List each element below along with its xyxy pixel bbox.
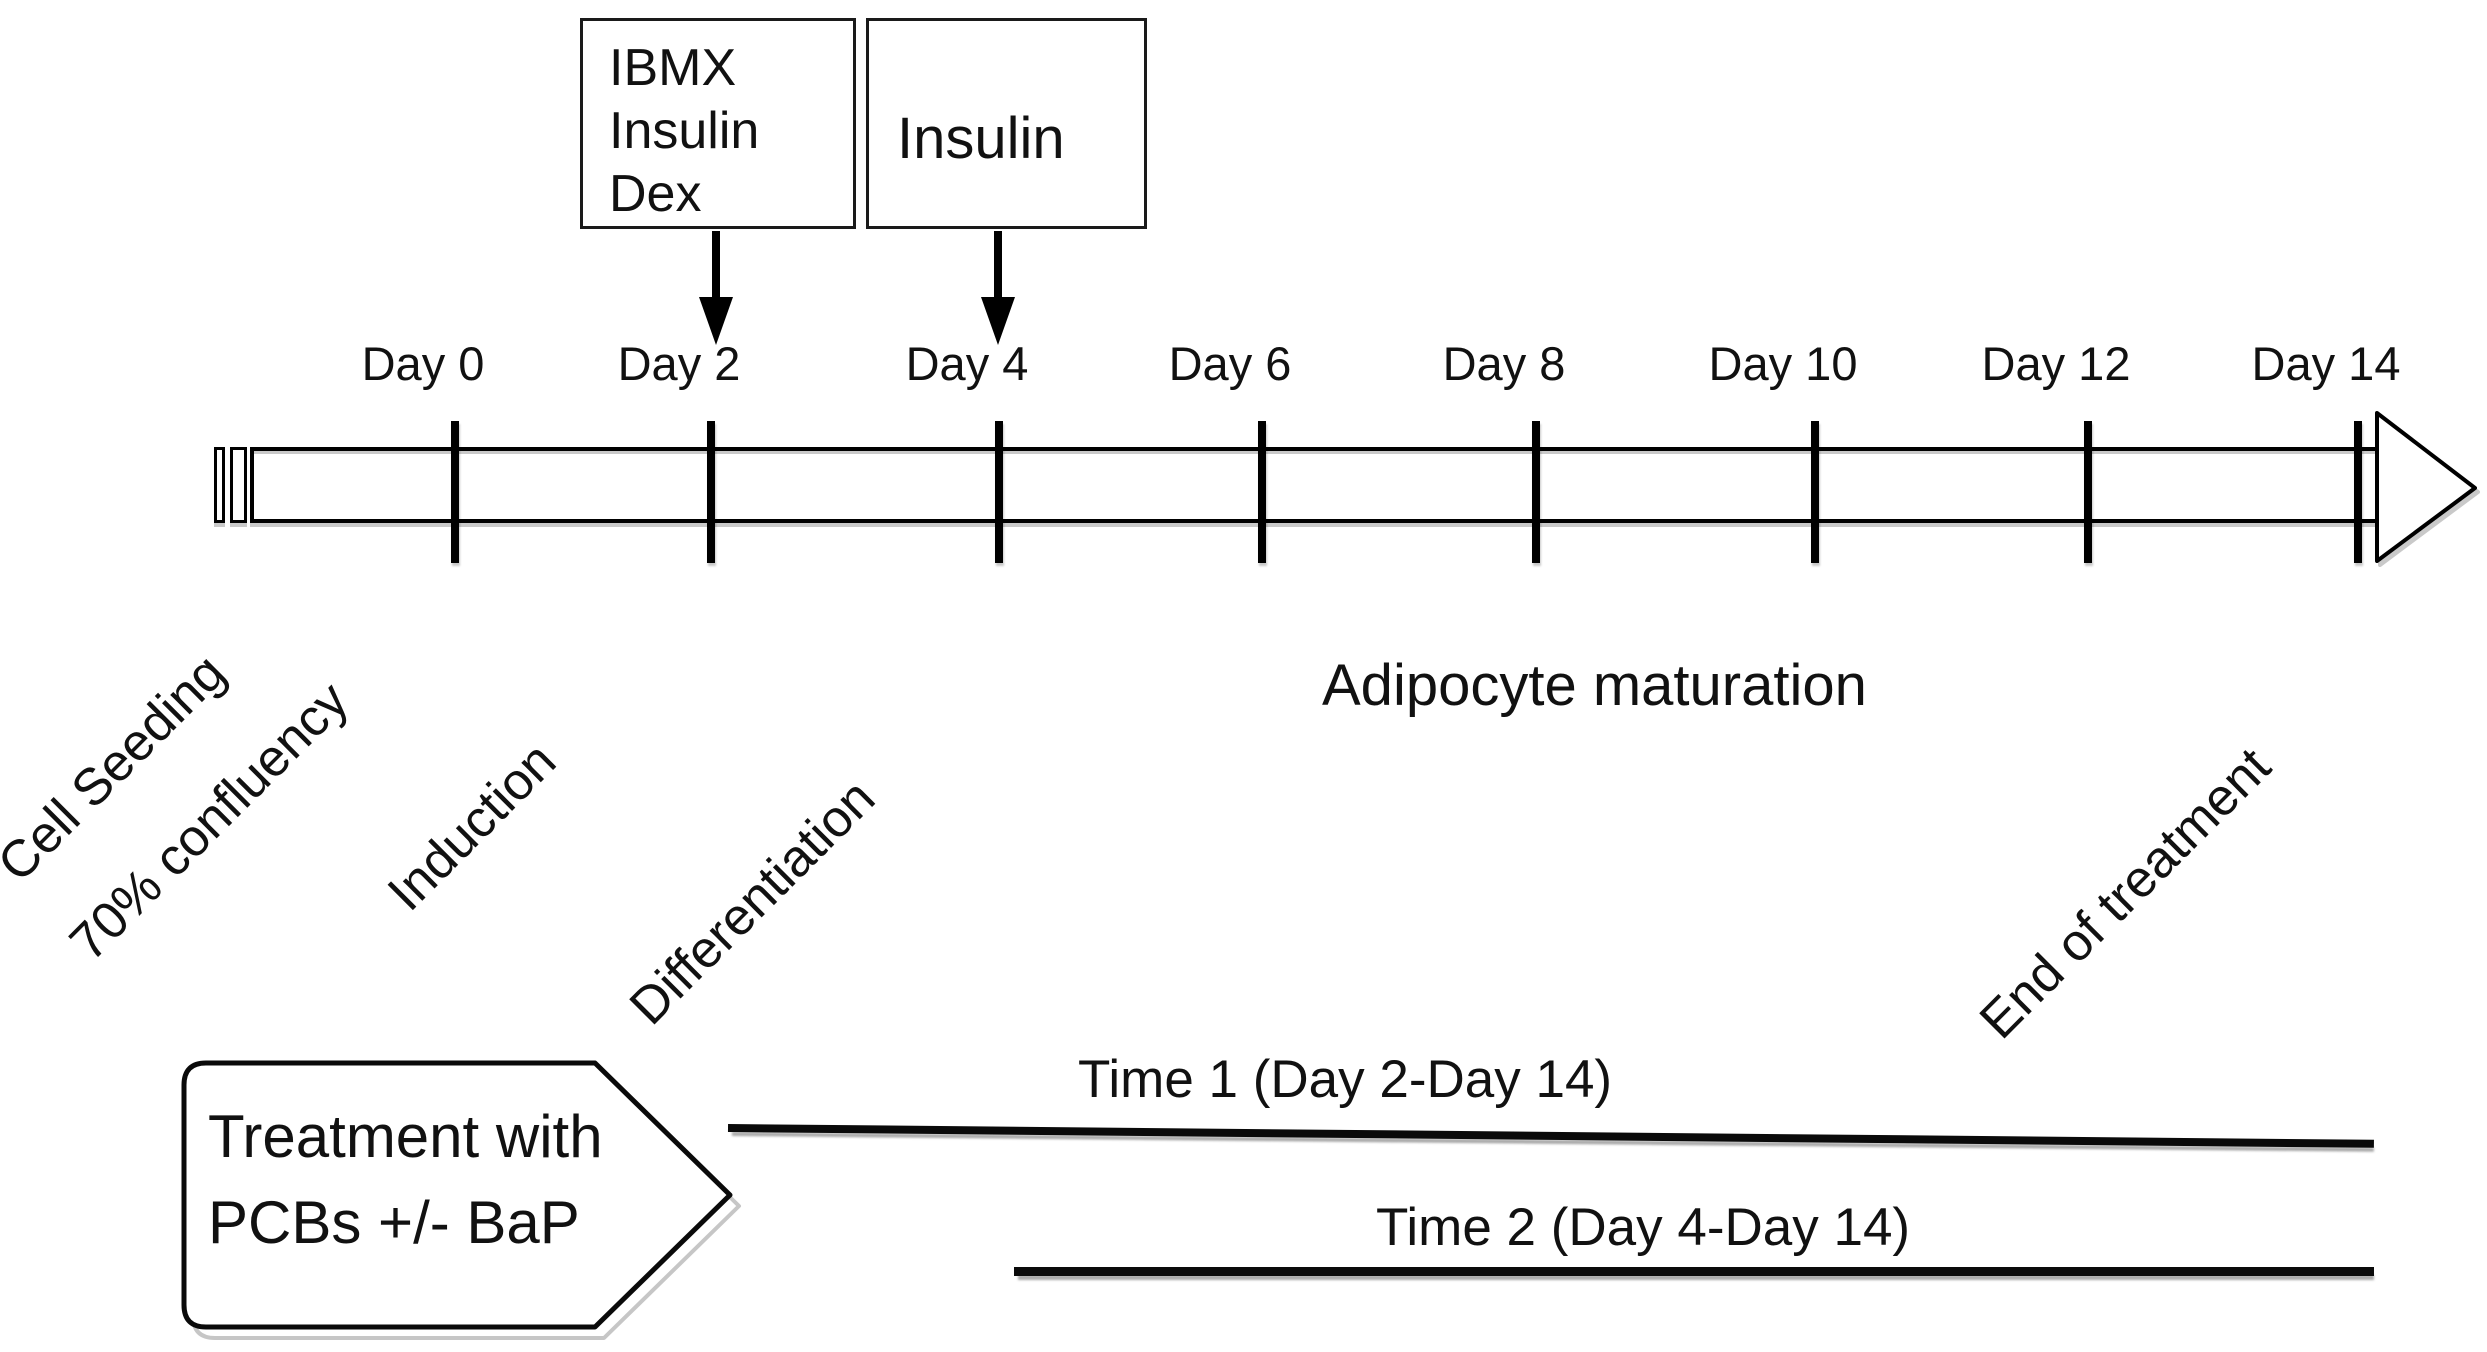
insulin-box: Insulin [866, 18, 1147, 229]
treatment-callout-shape [181, 1060, 741, 1340]
day-label-14: Day 14 [2251, 337, 2401, 390]
time2-window-line [1014, 1267, 2374, 1276]
timeline-break-mark [214, 447, 225, 523]
time1-window-line [727, 1124, 2374, 1148]
timeline-tick-day14 [2354, 421, 2362, 563]
down-arrow-day4-stem [994, 231, 1002, 299]
timeline-tick-day2 [707, 421, 715, 563]
milestone-differentiation: Differentiation [618, 768, 887, 1036]
treatment-callout-text: Treatment with PCBs +/- BaP [208, 1094, 603, 1266]
milestone-end-of-treatment: End of treatment [1968, 737, 2282, 1050]
timeline-tick-day8 [1532, 421, 1540, 563]
time2-window-label: Time 2 (Day 4-Day 14) [1376, 1198, 1911, 1257]
treatment-callout-line1: Treatment with [208, 1103, 603, 1170]
down-arrow-day2-stem [712, 231, 720, 299]
day-label-6: Day 6 [1168, 337, 1292, 390]
time1-window-label: Time 1 (Day 2-Day 14) [1078, 1050, 1613, 1109]
timeline-tick-day6 [1258, 421, 1266, 563]
timeline-tick-day0 [451, 421, 459, 563]
timeline-tick-day4 [995, 421, 1003, 563]
adipocyte-maturation-label: Adipocyte maturation [1322, 653, 1867, 718]
timeline-tick-day12 [2084, 421, 2092, 563]
reagent-insulin-label: Insulin [609, 102, 760, 160]
timeline-bar [250, 447, 2378, 523]
day-label-10: Day 10 [1708, 337, 1858, 390]
milestone-70pct-confluency: 70% confluency [58, 671, 360, 972]
reagent-insulin-only-label: Insulin [897, 106, 1065, 171]
down-arrow-day4-head-icon [981, 297, 1015, 345]
timeline-break-mark [230, 447, 247, 523]
treatment-callout-line2: PCBs +/- BaP [208, 1189, 580, 1256]
timeline-tick-day10 [1811, 421, 1819, 563]
day-label-12: Day 12 [1981, 337, 2131, 390]
milestone-induction: Induction [376, 731, 568, 922]
day-label-0: Day 0 [361, 337, 485, 390]
down-arrow-day2-head-icon [699, 297, 733, 345]
day-label-8: Day 8 [1442, 337, 1566, 390]
reagent-dex-label: Dex [609, 165, 702, 223]
day-label-4: Day 4 [905, 337, 1029, 390]
day-label-2: Day 2 [617, 337, 741, 390]
induction-cocktail-box: IBMX Insulin Dex [580, 18, 856, 229]
timeline-arrowhead-icon [2375, 411, 2477, 563]
reagent-ibmx-label: IBMX [609, 39, 737, 97]
